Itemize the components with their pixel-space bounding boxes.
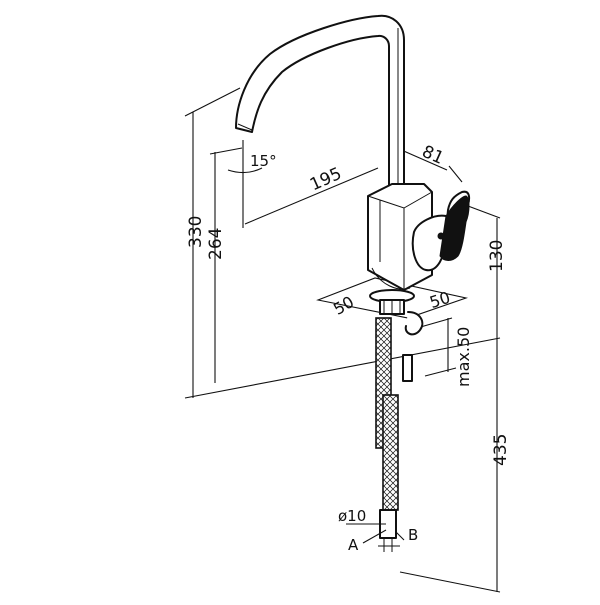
aerator-line [237, 123, 253, 131]
angle-label: 15° [250, 152, 277, 170]
connection-b-label: B [408, 526, 418, 544]
total-height-label: 330 [186, 216, 206, 248]
mounting-assembly [369, 289, 424, 382]
dim-arc-15 [227, 167, 263, 174]
hose-length-label: 435 [491, 434, 511, 466]
fixing-bracket [404, 311, 424, 336]
handle-screw-icon [437, 232, 445, 240]
connection-a-label: A [348, 536, 359, 554]
handle-lever-tip [439, 195, 470, 261]
max-deck-label: max.50 [454, 327, 473, 387]
dim-line-195 [244, 167, 379, 225]
spout-reach-label: 195 [307, 164, 345, 195]
base-right-label: 50 [427, 288, 452, 312]
dimension-labels: 15° 195 81 330 264 130 50 50 max.50 435 … [186, 142, 511, 554]
dim-base-plate [316, 277, 469, 319]
pipe-diameter-label: ø10 [338, 507, 366, 525]
supply-hoses [375, 317, 400, 552]
body-height-label: 130 [487, 240, 507, 272]
body-depth-label: 81 [419, 142, 447, 169]
base-left-label: 50 [330, 292, 357, 319]
lever-handle [411, 190, 471, 272]
leader-lines [346, 523, 405, 544]
spout-height-label: 264 [206, 228, 226, 260]
threaded-rod [402, 354, 413, 382]
